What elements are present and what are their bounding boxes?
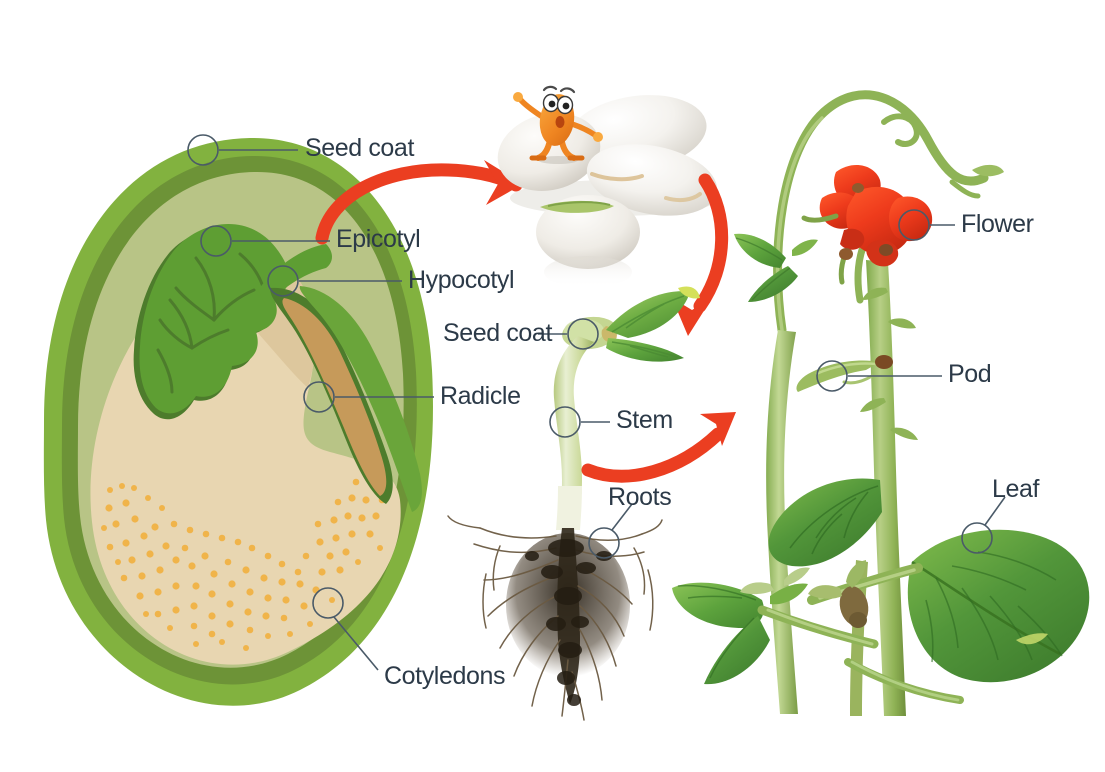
bean-sprouting bbox=[536, 195, 640, 269]
marker-flower bbox=[898, 209, 930, 241]
plant-leaf-lower-left bbox=[672, 582, 808, 685]
label-seed-coat-seedling: Seed coat bbox=[443, 319, 552, 347]
marker-seed-coat bbox=[187, 134, 219, 166]
plant-stem-spurs bbox=[860, 287, 918, 440]
plant-node-bracts bbox=[740, 567, 810, 595]
marker-seed-coat-2 bbox=[567, 318, 599, 350]
seedling-stem bbox=[553, 336, 594, 528]
label-seed-coat: Seed coat bbox=[305, 134, 414, 162]
dry-bean-seeds-photo bbox=[497, 95, 720, 288]
plant-stem-main bbox=[866, 260, 906, 716]
marker-radicle bbox=[303, 381, 335, 413]
radicle-outer-edge bbox=[299, 286, 422, 512]
marker-leaf bbox=[961, 522, 993, 554]
arrow-seed-to-beans bbox=[315, 160, 523, 245]
marker-roots bbox=[588, 527, 620, 559]
plant-leaflet-upper-left bbox=[734, 233, 818, 302]
plant-leaf-center bbox=[768, 478, 882, 567]
plant-bud-cluster bbox=[808, 560, 869, 628]
seedling-roots bbox=[447, 515, 663, 721]
marker-epicotyl bbox=[200, 225, 232, 257]
label-leader-lines bbox=[187, 134, 1006, 671]
arrow-seedling-to-plant bbox=[581, 412, 736, 483]
label-leaf: Leaf bbox=[992, 475, 1040, 503]
marker-pod bbox=[816, 360, 848, 392]
seedling-leaf-tip bbox=[678, 286, 700, 299]
label-hypocotyl: Hypocotyl bbox=[408, 266, 515, 294]
plant-leaf-right bbox=[907, 529, 1090, 683]
bean-seedling-photo bbox=[447, 286, 700, 721]
marker-cotyledons bbox=[312, 587, 344, 619]
label-cotyledons: Cotyledons bbox=[384, 662, 506, 690]
bean-front-right bbox=[586, 144, 718, 216]
marker-stem bbox=[549, 406, 581, 438]
label-stem: Stem bbox=[616, 406, 673, 434]
cartoon-bean-character bbox=[513, 85, 603, 164]
label-radicle: Radicle bbox=[440, 382, 521, 410]
label-flower: Flower bbox=[961, 210, 1034, 238]
label-roots: Roots bbox=[608, 483, 672, 511]
seed-cross-section-illustration bbox=[43, 137, 433, 706]
marker-hypocotyl bbox=[267, 265, 299, 297]
mature-bean-plant-photo bbox=[672, 90, 1090, 716]
label-epicotyl: Epicotyl bbox=[336, 225, 421, 253]
label-pod: Pod bbox=[948, 360, 992, 388]
